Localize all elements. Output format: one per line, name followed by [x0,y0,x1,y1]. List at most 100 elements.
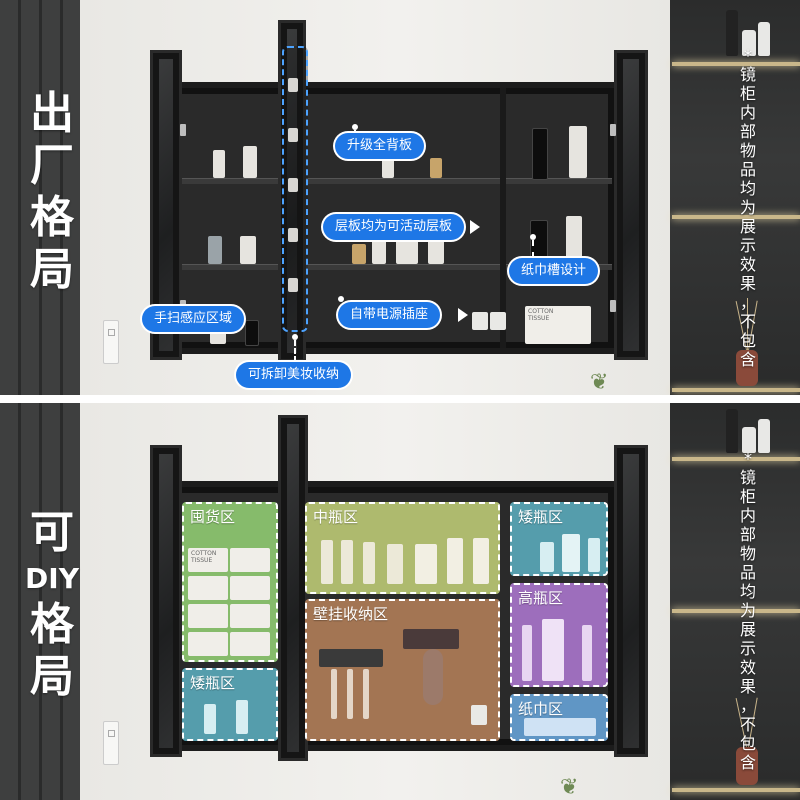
cosmetic-bottle [243,146,257,178]
window-backdrop [0,403,80,800]
tissue-box-text: TISSUE [528,315,550,322]
window-backdrop [0,0,80,395]
stock-box [230,548,270,572]
disclaimer-note: *镜柜内部物品均为展示效果，不包含 [739,449,756,772]
zone-label: 矮瓶区 [518,508,564,526]
cabinet-divider [500,88,506,348]
diffuser-stick [747,298,748,350]
tissue-box-text: COTTON [528,308,554,315]
decor-bottle [742,427,756,453]
callout-leader [354,130,356,134]
callout-sensor: 手扫感应区域 [142,306,245,332]
power-socket [472,312,488,330]
cosmetic-bottle [245,320,259,346]
decor-shelf [672,457,800,461]
callout-dot [530,234,536,240]
zone-label: 纸巾区 [518,700,564,718]
headline-char: 可 [30,507,74,558]
zone-label: 囤货区 [190,508,236,526]
stock-box [230,576,270,600]
cosmetic-bottle [428,240,444,264]
decor-shelf [672,215,800,219]
removable-organizer [282,46,308,332]
diy-layout-headline: 可 DIY 格 局 [22,507,82,703]
callout-arrow [458,308,468,322]
hinge [610,124,616,136]
headline-char: 厂 [30,140,74,191]
power-socket [490,312,506,330]
cosmetic-bottle [566,216,582,264]
stock-box [188,576,228,600]
zone-short-bottle-top: 矮瓶区 [510,502,608,576]
callout-arrow [470,220,480,234]
stock-box [230,632,270,656]
decor-shelf [672,609,800,613]
cosmetic-bottle [213,150,225,178]
decor-shelf [672,788,800,792]
callout-socket: 自带电源插座 [338,302,441,328]
hinge [610,300,616,312]
zone-label: 中瓶区 [313,508,359,526]
cosmetic-bottle [532,128,548,180]
callout-leader [294,340,296,362]
stock-box [188,604,228,628]
cosmetic-bottle [352,244,366,264]
stock-box [188,632,228,656]
factory-layout-panel: 出 厂 格 局 *镜柜内部物品均为展示效果，不包含 [0,0,800,395]
stock-box [230,604,270,628]
decor-bottle [742,30,756,56]
headline-char: 局 [30,244,74,295]
headline-char: 出 [30,88,74,139]
headline-char: 格 [30,192,74,243]
wall-switch [103,721,119,765]
cosmetic-bottle [396,236,418,264]
diffuser-vase [736,350,758,386]
decor-shelf [672,62,800,66]
cosmetic-bottle [240,236,256,264]
callout-shelves: 层板均为可活动层板 [323,214,465,240]
decor-shelf-wall [670,403,800,800]
decor-bottle [758,22,770,56]
zone-mid-bottle: 中瓶区 [305,502,500,594]
cabinet-door-left[interactable] [150,445,182,757]
headline-char: 局 [30,651,74,702]
headline-char: DIY [25,562,79,595]
callout-dot [352,124,358,130]
callout-leader [532,240,534,258]
zone-label: 壁挂收纳区 [313,605,389,623]
cabinet-door-right[interactable] [614,445,648,757]
zone-short-bottle-bottom: 矮瓶区 [182,668,278,741]
wall-switch [103,320,119,364]
plant-decor: ❦ [590,370,609,395]
decor-shelf [672,388,800,392]
factory-layout-headline: 出 厂 格 局 [22,88,82,296]
cabinet-door-middle[interactable] [278,415,308,761]
callout-dot [338,296,344,302]
cosmetic-bottle [372,240,386,264]
cosmetic-bottle [208,236,222,264]
diffuser-vase [736,747,758,785]
callout-organizer: 可拆卸美妆收纳 [236,362,352,388]
hinge [180,124,186,136]
callout-dot [292,334,298,340]
decor-bottle [726,10,738,56]
tissue-box: COTTON TISSUE [525,306,591,344]
cabinet-shelf [180,178,612,184]
headline-char: 格 [30,599,74,650]
panel-divider [0,395,800,403]
cosmetic-bottle [569,126,587,178]
cabinet-door-right[interactable] [614,50,648,360]
zone-tall-bottle: 高瓶区 [510,583,608,687]
decor-bottle [726,409,738,453]
callout-tissue-slot: 纸巾槽设计 [509,258,599,284]
cabinet-shelf [180,264,612,270]
callout-back-panel: 升级全背板 [335,133,425,159]
zone-label: 矮瓶区 [190,674,236,692]
zone-label: 高瓶区 [518,589,564,607]
zone-tissue: 纸巾区 [510,694,608,741]
plant-decor: ❦ [560,775,579,800]
zone-wall-storage: 壁挂收纳区 [305,599,500,741]
